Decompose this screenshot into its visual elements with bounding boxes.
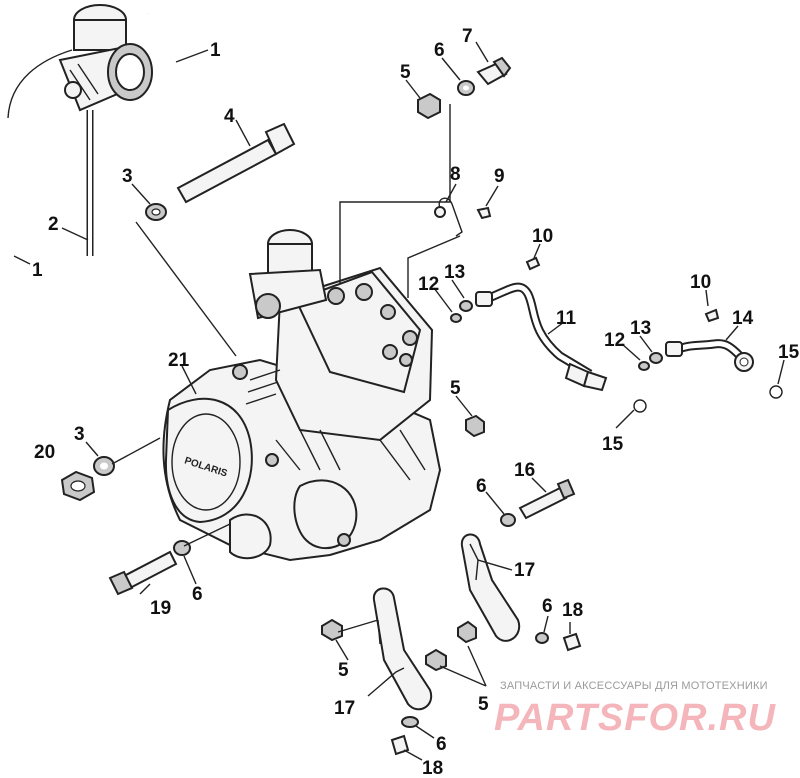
callout-5-engine: 5 [450,378,461,399]
part-3-washer-lower [93,456,115,476]
part-16-bolt [518,478,576,520]
part-7-bolt [476,56,512,86]
part-6-washer-mid [500,513,516,527]
callout-19: 19 [150,598,171,619]
callout-12-left: 12 [418,274,439,295]
part-5-nut-engine [465,414,485,438]
carburetor-top [58,4,153,112]
leader-lines [13,41,785,761]
part-13-washer-left [459,300,473,312]
watermark-caption: ЗАПЧАСТИ И АКСЕССУАРЫ ДЛЯ МОТОТЕХНИКИ [500,680,768,692]
part-5-nut-bracket-b [457,620,477,644]
callout-5-lower: 5 [478,694,489,715]
callout-13-left: 13 [444,262,465,283]
part-6-washer-bottom [401,716,419,728]
callout-6-bottom: 6 [436,734,447,755]
part-13-washer-right [649,352,663,364]
callout-5-top: 5 [400,62,411,83]
part-18-bolt-bottom [390,734,410,756]
callout-14: 14 [732,308,754,329]
watermark-logo: PARTSFOR.RU [494,697,776,738]
part-1-vent-tubes [6,9,172,288]
part-10-screw-right [704,308,720,323]
callout-12-right: 12 [604,330,625,351]
callout-18-right: 18 [562,600,583,621]
callout-2: 2 [48,214,59,235]
callout-7: 7 [462,26,473,47]
callout-10-right: 10 [690,272,711,293]
part-11-oil-line [475,282,608,392]
part-10-screw-left [525,256,541,271]
part-17-bracket-right [460,533,521,642]
part-20-large-nut [60,470,96,502]
callout-3-lower: 3 [74,424,85,445]
part-5-nut-top [417,92,441,120]
watermark-logo-text: PARTSFOR.RU [494,697,776,738]
part-12-washer-left [450,313,462,323]
callout-17-right: 17 [514,560,535,581]
callout-8: 8 [450,164,461,185]
callout-17-left: 17 [334,698,355,719]
part-19-bolt [108,550,178,596]
callout-20: 20 [34,442,55,463]
callout-4: 4 [224,106,235,127]
part-9-screw [476,206,492,220]
part-6-washer-right [535,632,549,644]
part-14-oil-line [665,339,754,372]
callout-1-lower: 1 [32,260,43,281]
part-12-washer-right [638,361,650,371]
part-6-washer-left [173,540,191,556]
engine-assembly: POLARIS [162,229,442,562]
callout-11: 11 [556,308,577,329]
callout-9: 9 [494,166,505,187]
callout-18-bottom: 18 [422,758,443,778]
part-6-washer-top [457,80,475,96]
callout-5-bracket: 5 [338,660,349,681]
part-5-nut-bracket-a [321,618,343,642]
callout-6-mid: 6 [476,476,487,497]
callout-3-upper: 3 [122,166,133,187]
callout-15-left: 15 [602,434,624,455]
callout-6-right: 6 [542,596,553,617]
part-8-clamp [434,197,463,237]
part-15-clamp-right [769,385,783,399]
callout-6-left: 6 [192,584,203,605]
part-15-clamp-left [633,399,647,413]
part-5-nut-bracket-c [425,648,447,672]
callout-1-upper: 1 [210,40,221,61]
callout-numbers: 1 1 2 4 3 5 6 7 8 9 10 12 13 11 10 12 13… [32,26,800,778]
callout-6-top: 6 [434,40,445,61]
callout-10-left: 10 [532,226,553,247]
part-18-bolt-right [562,632,582,652]
part-17-bracket-left [372,587,433,711]
callout-13-right: 13 [630,318,651,339]
callout-21: 21 [168,350,190,371]
callout-16: 16 [514,460,535,481]
part-4-long-bolt [176,122,296,204]
callout-15-right: 15 [778,342,800,363]
